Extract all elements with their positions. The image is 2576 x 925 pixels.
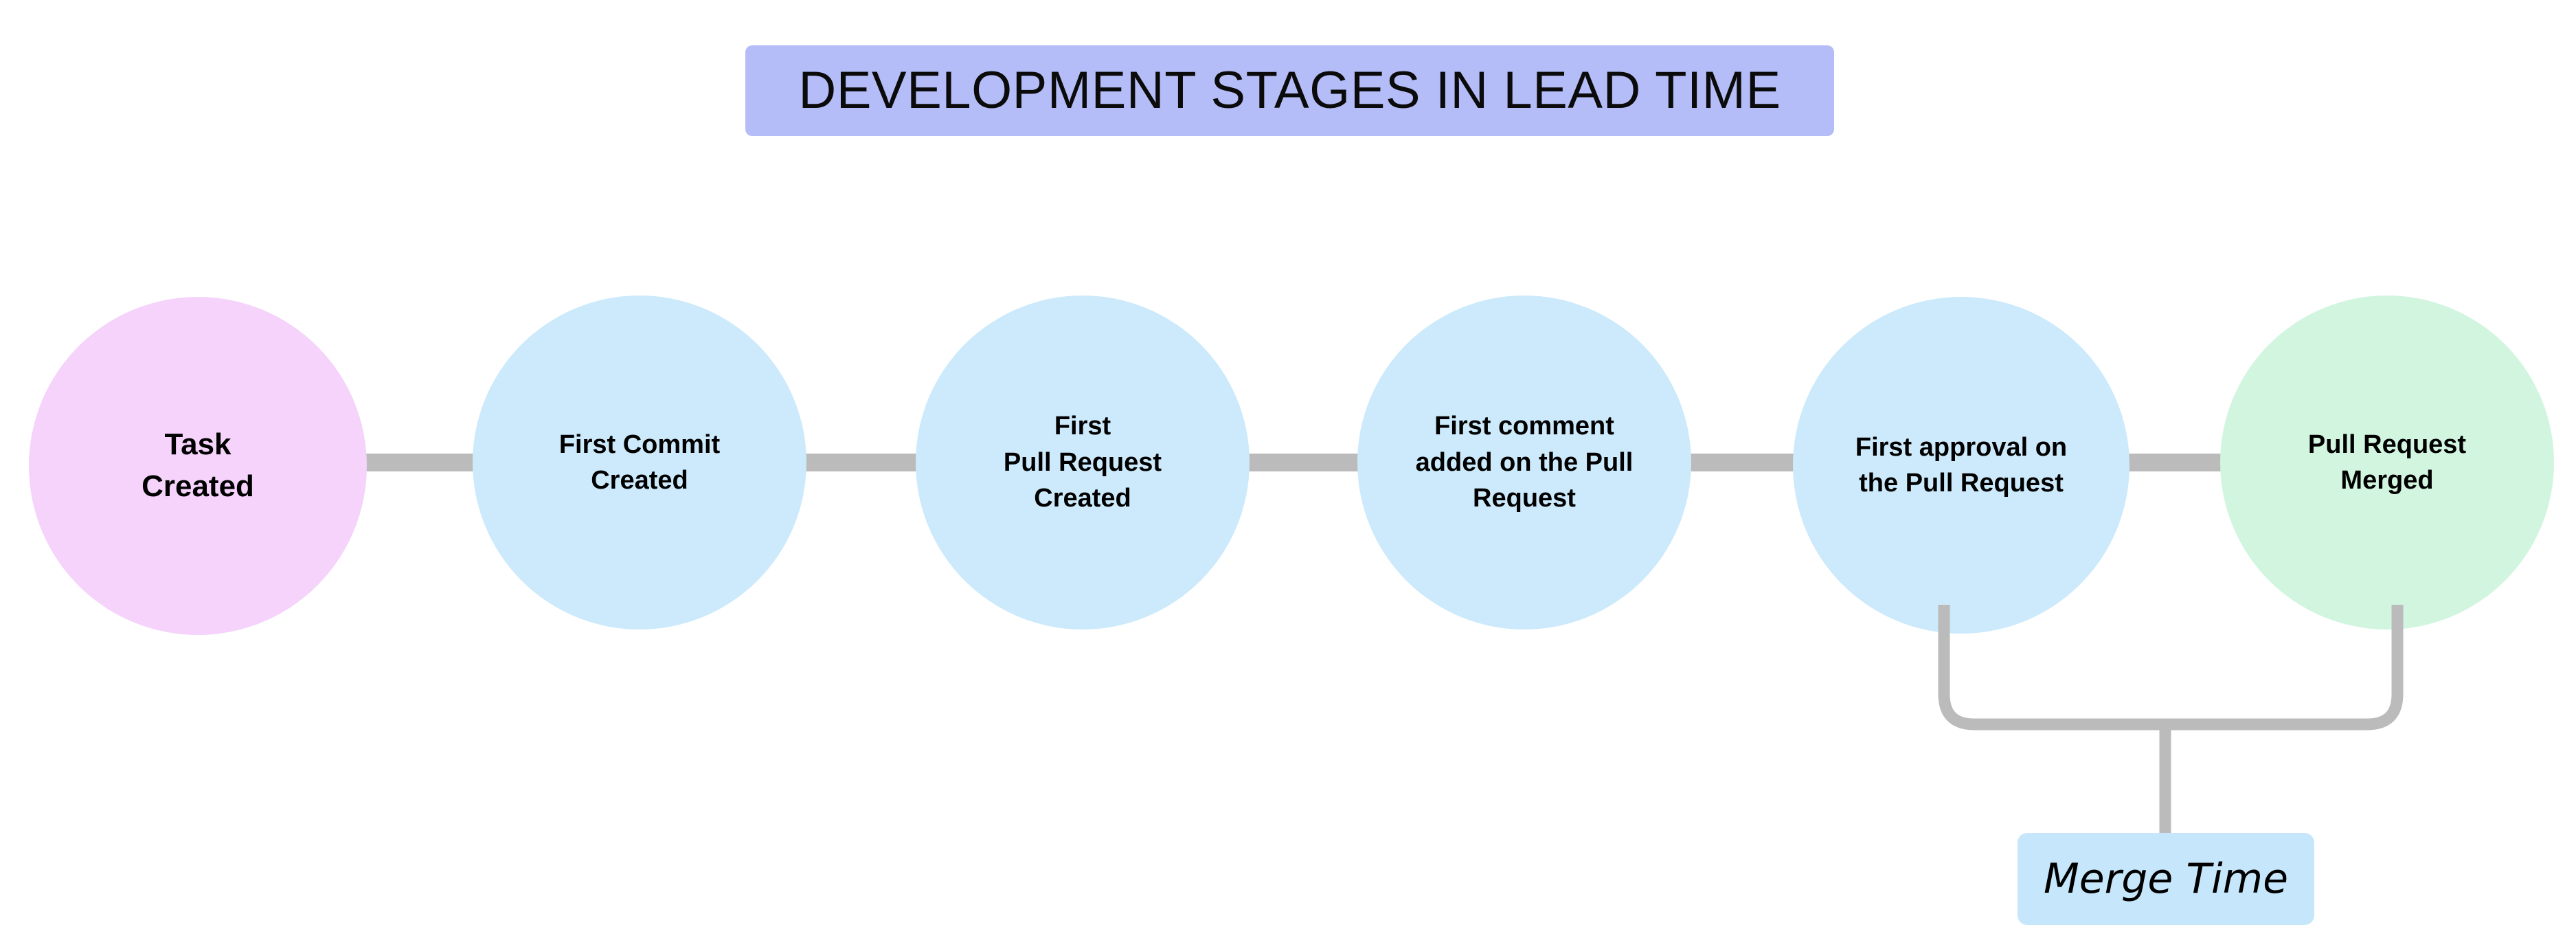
connector-first-commit-to-first-pull-request (801, 454, 922, 471)
stage-node-pull-request-merged[interactable]: Pull Request Merged (2220, 296, 2554, 629)
diagram-title-banner: DEVELOPMENT STAGES IN LEAD TIME (745, 45, 1834, 136)
stage-label-first-pull-request: First Pull Request Created (1003, 412, 1162, 513)
page-title: DEVELOPMENT STAGES IN LEAD TIME (798, 61, 1781, 120)
stage-node-first-comment[interactable]: First comment added on the Pull Request (1357, 296, 1691, 629)
stage-node-task-created[interactable]: Task Created (29, 297, 367, 635)
stage-label-pull-request-merged: Pull Request Merged (2307, 430, 2467, 495)
merge-time-label: Merge Time (2043, 855, 2289, 903)
stage-label-first-commit-created: First Commit Created (558, 430, 721, 495)
stage-node-first-approval[interactable]: First approval on the Pull Request (1793, 297, 2129, 634)
merge-time-bracket-path (1938, 605, 2404, 731)
stage-label-first-comment: First comment added on the Pull Request (1415, 412, 1634, 513)
merge-time-bracket (1938, 605, 2404, 834)
stage-label-first-approval: First approval on the Pull Request (1855, 432, 2068, 498)
stage-node-first-commit-created[interactable]: First Commit Created (473, 296, 806, 629)
connector-first-pull-request-to-first-comment (1244, 454, 1362, 471)
merge-time-annotation-box[interactable]: Merge Time (2018, 833, 2314, 925)
connector-first-comment-to-first-approval (1686, 454, 1799, 471)
stage-node-first-pull-request[interactable]: First Pull Request Created (916, 296, 1250, 629)
connector-first-approval-to-pull-request-merged (2124, 454, 2226, 471)
stage-label-task-created: Task Created (142, 427, 254, 503)
connector-task-created-to-first-commit (360, 454, 478, 471)
